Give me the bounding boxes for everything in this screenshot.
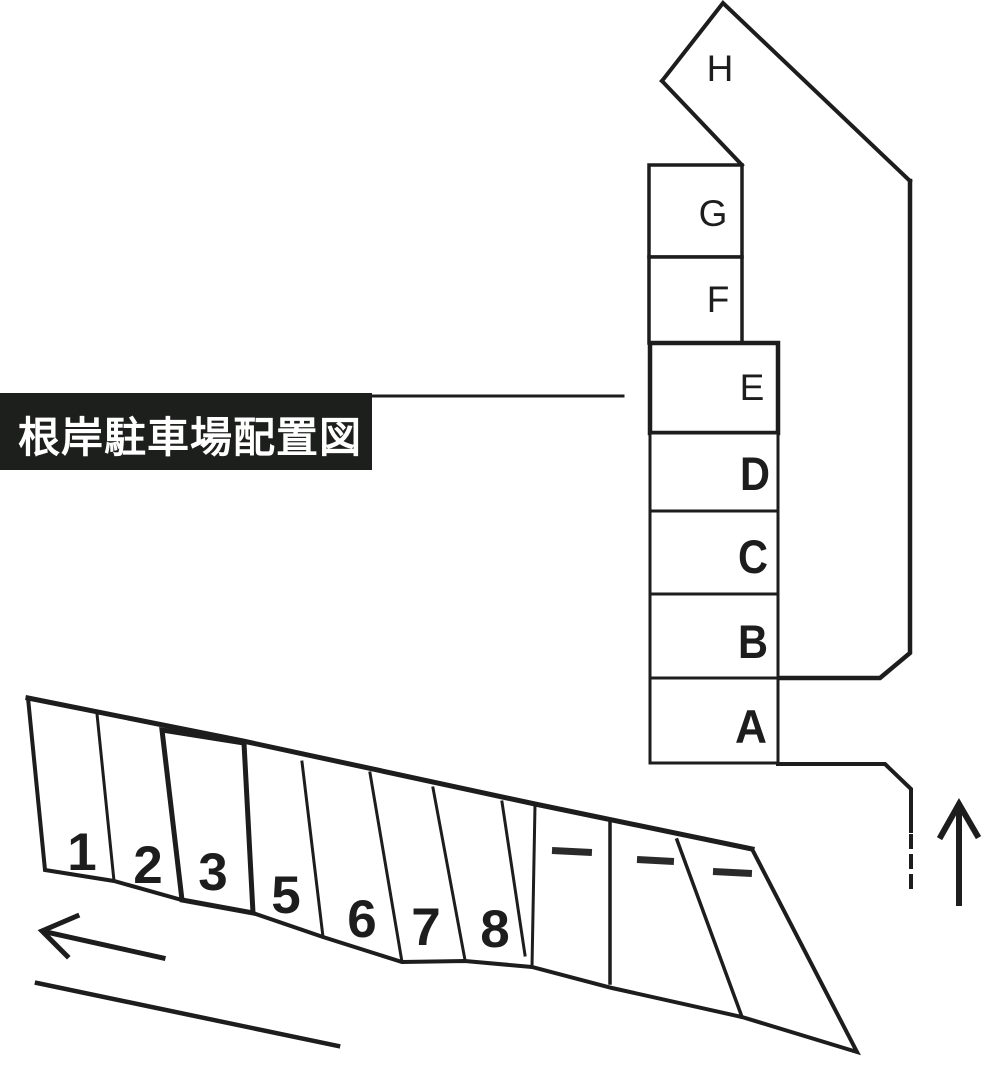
row-space-7-label: 7 <box>411 898 440 957</box>
column-space-c: C <box>648 509 780 596</box>
divider-8-end <box>500 800 527 957</box>
column-space-g: G <box>647 163 744 259</box>
road-boundary-entrance <box>776 762 913 833</box>
space-h-label: H <box>707 48 734 89</box>
space-g-label: G <box>699 193 728 234</box>
space-a-box <box>648 676 780 765</box>
divider-unnumbered-3 <box>674 837 745 1020</box>
row-space-5-label: 5 <box>271 866 300 925</box>
left-arrow-shaft <box>43 929 166 961</box>
divider-unnumbered-1 <box>530 803 537 969</box>
space-b-label: B <box>738 615 768 668</box>
slanted-parking-row: 1 2 3 5 6 7 8 <box>25 695 861 1056</box>
page-title: 根岸駐車場配置図 <box>18 414 362 461</box>
space-d-label: D <box>740 447 770 500</box>
column-space-f: F <box>647 255 744 345</box>
space-g-box <box>647 163 744 259</box>
row-space-3-label: 3 <box>198 843 227 902</box>
divider-7-8 <box>431 786 467 962</box>
space-f-label: F <box>707 279 730 320</box>
dash-marker <box>551 846 593 857</box>
space-d-box <box>648 431 780 513</box>
space-c-box <box>648 509 780 596</box>
dash-marker <box>636 856 675 865</box>
dash-marker <box>712 868 753 878</box>
title-banner: 根岸駐車場配置図 <box>0 393 625 470</box>
up-arrow-head <box>936 797 982 841</box>
left-arrow-head <box>37 912 81 960</box>
column-space-a: A <box>648 676 780 765</box>
road-boundary-right <box>775 178 913 681</box>
row-space-2-label: 2 <box>133 836 162 895</box>
road-line-bottom <box>34 980 341 1049</box>
space-h-inner-edge <box>659 78 745 168</box>
up-arrow-icon <box>936 797 982 906</box>
left-arrow-icon <box>37 912 166 961</box>
row-top-edge <box>25 695 755 852</box>
space-e-label: E <box>740 367 765 408</box>
column-space-h: H <box>659 0 913 184</box>
divider-6-7 <box>368 771 404 964</box>
divider-5-6 <box>300 760 325 939</box>
space-c-label: C <box>738 530 768 583</box>
column-space-d: D <box>648 431 780 513</box>
row-space-8-label: 8 <box>480 900 509 959</box>
space-a-label: A <box>735 700 767 753</box>
row-space-6-label: 6 <box>347 890 376 949</box>
space-h-outer-edge <box>659 0 913 184</box>
column-space-b: B <box>648 592 780 680</box>
space-3-outline <box>159 727 256 917</box>
title-banner-background <box>0 393 372 470</box>
space-b-box <box>648 592 780 680</box>
space-f-box <box>647 255 744 345</box>
column-space-e: E <box>647 340 781 436</box>
divider-1-2 <box>95 712 116 883</box>
row-space-1-label: 1 <box>67 823 96 882</box>
